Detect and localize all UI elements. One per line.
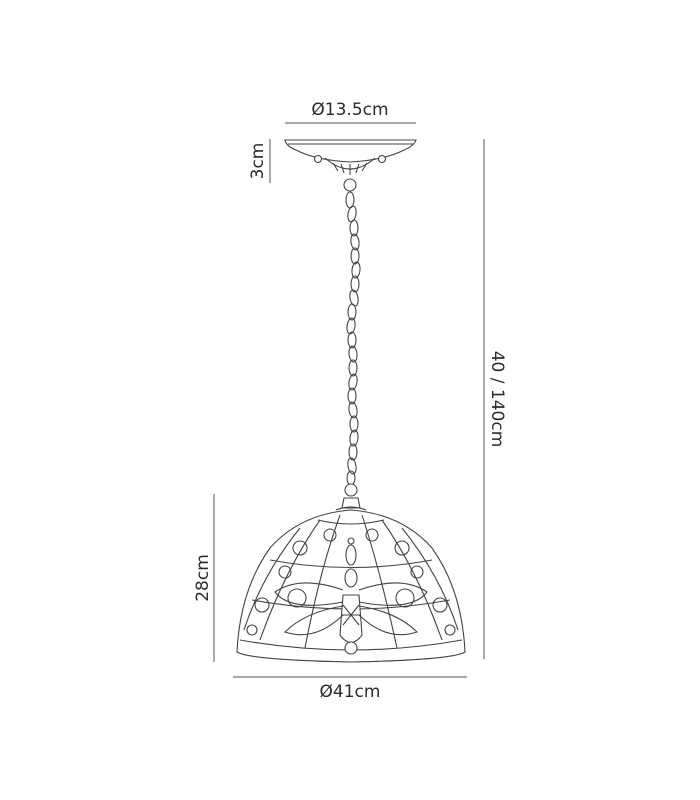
canopy-diameter-label: Ø13.5cm [311,100,388,120]
dragonfly-wing-right-lower [358,605,419,636]
dragonfly-wing-left-lower [283,605,344,636]
dragonfly-wing-left-upper [274,582,344,606]
shade-height-label: 28cm [193,554,213,602]
shade-connector [335,483,367,511]
dragonfly-motif [274,537,428,655]
chain [345,191,361,486]
overall-drop-dimension: 40 / 140cm [483,139,507,659]
shade-diameter-label: Ø41cm [320,682,381,702]
canopy-height-dimension: 3cm [248,139,271,183]
shade-height-dimension: 28cm [193,494,215,662]
canopy-diameter-dimension: Ø13.5cm [285,100,416,124]
shade-diameter-dimension: Ø41cm [233,676,467,702]
dragonfly-wing-right-upper [358,582,428,606]
canopy-plate [284,139,417,163]
canopy-screw-right [377,154,387,164]
tiffany-shade [236,509,466,663]
canopy-height-label: 3cm [248,143,268,180]
ceiling-canopy [284,139,417,192]
canopy-hook [343,178,357,192]
canopy-ribs [332,162,368,175]
overall-drop-label: 40 / 140cm [487,351,507,448]
canopy-screw-left [313,154,323,164]
shade-top-ring [317,519,385,525]
